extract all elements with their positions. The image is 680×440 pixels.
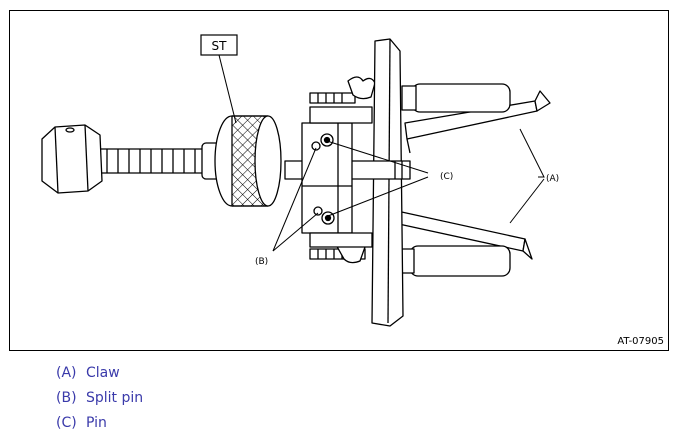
- legend-label: Split pin: [86, 390, 144, 406]
- legend: (A) Claw (B) Split pin (C) Pin: [56, 364, 143, 439]
- legend-code: (A): [56, 365, 77, 381]
- tool-leader: [218, 54, 237, 124]
- upper-pin: [311, 133, 334, 151]
- legend-label: Pin: [86, 415, 107, 431]
- upper-bolt: [309, 76, 511, 113]
- callout-split-pin: (B): [255, 257, 268, 267]
- legend-label: Claw: [86, 365, 120, 381]
- legend-code: (C): [56, 415, 77, 431]
- puller-diagram: ST (A) (C) (B): [41, 34, 559, 327]
- figure-frame: ST (A) (C) (B) AT-07905: [9, 10, 669, 351]
- legend-item-pin: (C) Pin: [56, 414, 143, 439]
- knurled-handle: [201, 115, 282, 207]
- callout-claw: (A): [546, 174, 559, 184]
- legend-item-split-pin: (B) Split pin: [56, 389, 143, 414]
- legend-code: (B): [56, 390, 77, 406]
- callout-leaders: [272, 128, 545, 252]
- puller-plate: [371, 38, 404, 327]
- hex-nut: [41, 124, 103, 194]
- figure-id: AT-07905: [617, 336, 664, 347]
- callout-pin: (C): [440, 172, 453, 182]
- lower-bolt: [309, 238, 511, 277]
- tool-label: ST: [212, 39, 228, 53]
- legend-item-claw: (A) Claw: [56, 364, 143, 389]
